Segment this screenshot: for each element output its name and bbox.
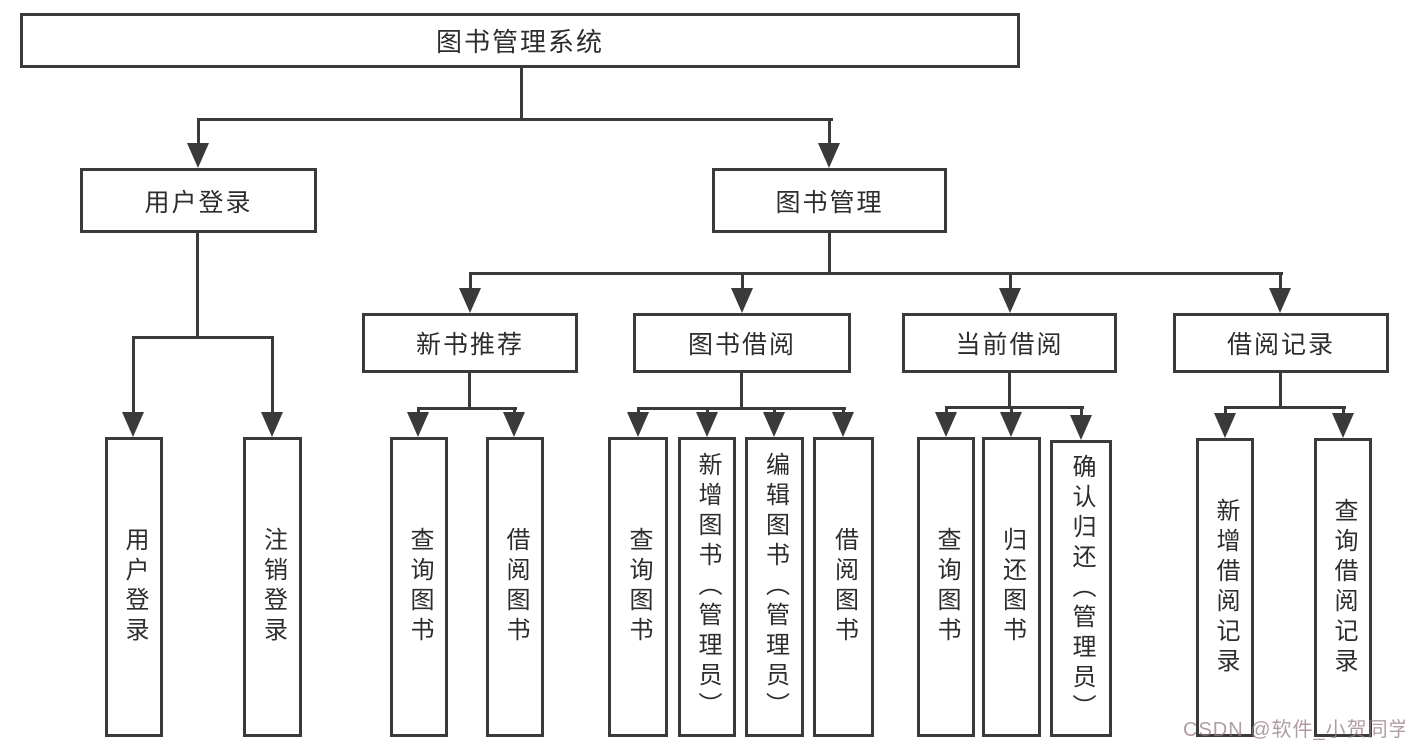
connector-userlogin-trunk: [196, 233, 199, 339]
node-leaf-query-books-3: 查询图书: [917, 437, 975, 737]
node-leaf-borrow-books-1: 借阅图书: [486, 437, 544, 737]
node-leaf-query-books-2: 查询图书: [608, 437, 668, 737]
arrowhead-bb-edit: [763, 412, 785, 437]
arrowhead-current-borrow: [999, 288, 1021, 313]
connector-stem-ul-logout: [271, 338, 274, 415]
connector-newbook-trunk: [468, 373, 471, 410]
node-user-login: 用户登录: [80, 168, 317, 233]
node-leaf-confirm-return-admin: 确认归还（管理员）: [1050, 440, 1112, 737]
arrowhead-cb-return: [1000, 412, 1022, 437]
arrowhead-bb-query: [627, 412, 649, 437]
node-leaf-query-books-3-label: 查询图书: [933, 527, 960, 647]
node-leaf-user-login: 用户登录: [105, 437, 163, 737]
node-leaf-query-borrow-record: 查询借阅记录: [1314, 438, 1372, 737]
arrowhead-ul-login: [122, 412, 144, 437]
arrowhead-user-login: [187, 143, 209, 168]
connector-stem-borrow-record: [1279, 274, 1282, 291]
arrowhead-book-borrow: [731, 288, 753, 313]
connector-stem-book-borrow: [741, 274, 744, 291]
arrowhead-cb-confirm: [1070, 415, 1092, 440]
node-leaf-add-borrow-record-label: 新增借阅记录: [1212, 497, 1239, 678]
node-leaf-add-borrow-record: 新增借阅记录: [1196, 438, 1254, 737]
connector-root-trunk: [520, 66, 523, 121]
arrowhead-br-query: [1332, 413, 1354, 438]
connector-stem-new-book: [469, 274, 472, 291]
node-new-book-recommend: 新书推荐: [362, 313, 578, 373]
connector-userlogin-branch: [132, 336, 274, 339]
connector-currentborrow-trunk: [1008, 373, 1011, 409]
arrowhead-cb-query: [935, 412, 957, 437]
arrowhead-nb-borrow: [503, 412, 525, 437]
node-leaf-confirm-return-admin-label: 确认归还（管理员）: [1068, 453, 1095, 724]
connector-stem-book-mgmt: [828, 120, 831, 146]
connector-bookmgmt-trunk: [828, 233, 831, 275]
connector-bookborrow-trunk: [740, 373, 743, 410]
node-book-management: 图书管理: [712, 168, 947, 233]
connector-stem-current-borrow: [1009, 274, 1012, 291]
arrowhead-br-add: [1214, 413, 1236, 438]
node-leaf-query-books-1: 查询图书: [390, 437, 448, 737]
connector-stem-ul-login: [132, 338, 135, 415]
node-leaf-borrow-books-2-label: 借阅图书: [830, 527, 858, 647]
connector-newbook-branch: [417, 407, 517, 410]
connector-root-branch: [197, 118, 833, 121]
connector-stem-user-login: [197, 120, 200, 146]
node-leaf-query-books-1-label: 查询图书: [406, 527, 433, 647]
node-leaf-add-book-admin: 新增图书（管理员）: [678, 437, 736, 737]
node-leaf-return-books: 归还图书: [982, 437, 1041, 737]
node-leaf-logout-label: 注销登录: [259, 527, 287, 647]
node-leaf-borrow-books-1-label: 借阅图书: [502, 527, 529, 647]
node-leaf-edit-book-admin: 编辑图书（管理员）: [745, 437, 804, 737]
connector-currentborrow-branch: [945, 406, 1084, 409]
arrowhead-book-mgmt: [818, 143, 840, 168]
node-library-system: 图书管理系统: [20, 13, 1020, 68]
node-leaf-edit-book-admin-label: 编辑图书（管理员）: [761, 452, 789, 722]
node-book-borrow: 图书借阅: [633, 313, 851, 373]
arrowhead-bb-add: [696, 412, 718, 437]
node-leaf-return-books-label: 归还图书: [998, 527, 1026, 647]
connector-stem-br-add: [1224, 408, 1227, 416]
arrowhead-bb-borrow: [832, 412, 854, 437]
node-leaf-user-login-label: 用户登录: [121, 527, 148, 647]
node-leaf-query-books-2-label: 查询图书: [625, 527, 652, 647]
node-current-borrow: 当前借阅: [902, 313, 1117, 373]
node-leaf-query-borrow-record-label: 查询借阅记录: [1330, 497, 1357, 678]
connector-borrowrecord-trunk: [1279, 373, 1282, 409]
connector-stem-br-query: [1342, 408, 1345, 416]
node-leaf-borrow-books-2: 借阅图书: [813, 437, 874, 737]
node-borrow-records: 借阅记录: [1173, 313, 1389, 373]
connector-borrowrecord-branch: [1224, 406, 1346, 409]
node-leaf-add-book-admin-label: 新增图书（管理员）: [694, 452, 721, 722]
connector-bookborrow-branch: [637, 407, 846, 410]
node-leaf-logout: 注销登录: [243, 437, 302, 737]
arrowhead-new-book: [459, 288, 481, 313]
watermark-text: CSDN @软件_小贺同学: [1183, 719, 1405, 741]
arrowhead-borrow-record: [1269, 288, 1291, 313]
arrowhead-nb-query: [407, 412, 429, 437]
arrowhead-ul-logout: [261, 412, 283, 437]
connector-bookmgmt-branch: [469, 272, 1283, 275]
connector-stem-cb-confirm: [1080, 408, 1083, 418]
